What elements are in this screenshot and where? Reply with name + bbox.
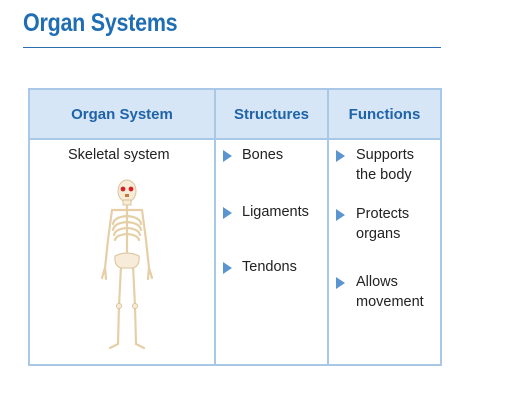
header-functions: Functions <box>348 105 421 123</box>
bullet-icon <box>223 207 232 219</box>
bullet-icon <box>336 209 345 221</box>
function-line: Allows <box>356 274 398 290</box>
function-line: Supports <box>356 147 415 163</box>
page-title: Organ Systems <box>23 9 178 37</box>
structure-item: Bones <box>242 147 284 163</box>
column-divider <box>327 90 329 364</box>
function-line: Protects <box>356 206 410 222</box>
function-item: Supports the body <box>356 145 414 185</box>
bullet-icon <box>223 262 232 274</box>
function-item: Protects organs <box>356 204 409 244</box>
function-line: the body <box>356 167 412 183</box>
bullet-icon <box>223 150 232 162</box>
header-structures: Structures <box>233 105 310 123</box>
function-item: Allows movement <box>356 272 424 312</box>
skeleton-icon <box>100 179 154 350</box>
header-organ-system: Organ System <box>71 105 173 123</box>
bullet-icon <box>336 277 345 289</box>
table-header-row <box>30 90 440 140</box>
structure-item: Ligaments <box>242 204 309 220</box>
organ-system-name: Skeletal system <box>68 147 170 163</box>
organ-systems-table: Organ System Structures Functions Skelet… <box>28 88 442 366</box>
structure-item: Tendons <box>242 259 297 275</box>
bullet-icon <box>336 150 345 162</box>
function-line: movement <box>356 294 424 310</box>
column-divider <box>214 90 216 364</box>
title-underline <box>23 47 441 48</box>
function-line: organs <box>356 226 401 242</box>
